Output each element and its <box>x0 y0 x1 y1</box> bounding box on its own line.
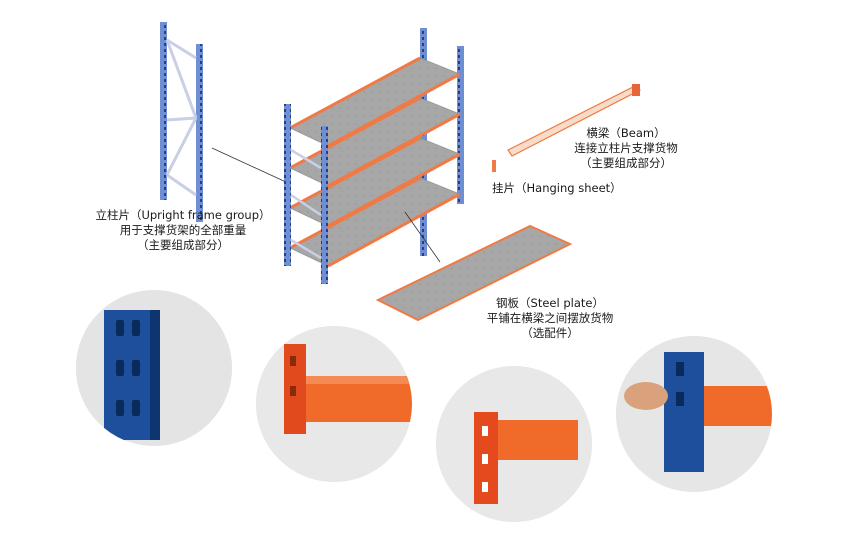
loose-steel-plate <box>375 224 573 322</box>
upright-closeup-photo <box>76 290 232 446</box>
steel-label-line2: 平铺在横梁之间摆放货物 <box>486 311 614 325</box>
hanging-label-line1: 挂片（Hanging sheet） <box>492 181 622 195</box>
standalone-upright-frame <box>160 22 203 222</box>
beam-label-line1: 横梁（Beam） <box>586 126 666 140</box>
upright-label-line2: 用于支撑货架的全部重量 <box>119 223 247 237</box>
upright-label-line1: 立柱片（Upright frame group） <box>95 208 271 222</box>
hanging-label: 挂片（Hanging sheet） <box>492 181 622 196</box>
assembly-hand-photo <box>616 336 772 492</box>
beam-label-line3: （主要组成部分） <box>580 156 672 170</box>
hanging-sheet-part <box>492 160 496 172</box>
hanging-sheet-photo <box>436 366 592 522</box>
upright-pointer-line <box>211 147 287 183</box>
steel-label-line1: 钢板（Steel plate） <box>496 296 604 310</box>
assembled-rack <box>284 28 464 284</box>
upright-label: 立柱片（Upright frame group） 用于支撑货架的全部重量 （主要… <box>88 208 278 253</box>
steel-label-line3: （选配件） <box>521 326 579 340</box>
loose-beam <box>507 84 642 157</box>
beam-label-line2: 连接立柱片支撑货物 <box>574 141 678 155</box>
beam-connector-photo <box>256 326 412 482</box>
plate-pointer-line <box>404 211 441 263</box>
beam-label: 横梁（Beam） 连接立柱片支撑货物 （主要组成部分） <box>556 126 696 171</box>
steel-label: 钢板（Steel plate） 平铺在横梁之间摆放货物 （选配件） <box>470 296 630 341</box>
upright-label-line3: （主要组成部分） <box>137 238 229 252</box>
